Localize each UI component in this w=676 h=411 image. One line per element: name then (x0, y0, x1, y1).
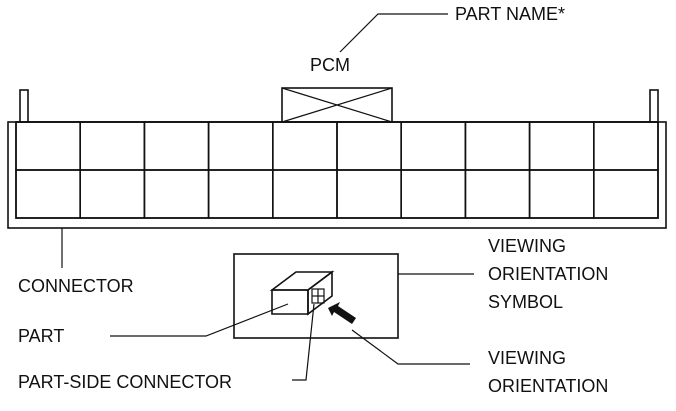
terminal-cell (79, 121, 146, 171)
connector-body (7, 87, 667, 229)
terminal-cell (592, 121, 659, 171)
part-side-connector-label: PART-SIDE CONNECTOR (18, 372, 232, 392)
vo-label-line1: VIEWING (488, 348, 566, 368)
part-block (269, 270, 335, 316)
terminal-cell (464, 121, 531, 171)
terminal-cell (15, 121, 81, 171)
part-label: PART (18, 326, 64, 346)
vo-label-line2: ORIENTATION (488, 376, 608, 396)
locking-tab-cross-b (281, 87, 393, 123)
connector-label: CONNECTOR (18, 276, 134, 296)
terminal-cell (400, 169, 467, 219)
part-front-face (271, 289, 309, 315)
terminal-cell (271, 121, 338, 171)
left-post (19, 89, 29, 123)
vos-label-line2: ORIENTATION (488, 264, 608, 284)
right-post (649, 89, 659, 123)
part-name-leader-line (339, 13, 448, 53)
terminal-cell (400, 121, 467, 171)
viewing-orientation-symbol (233, 253, 474, 339)
terminal-cell (79, 169, 146, 219)
viewing-orientation-leader-line (351, 329, 470, 365)
terminal-cell (207, 121, 274, 171)
terminal-cell (336, 169, 402, 219)
symbol-frame (233, 253, 399, 339)
terminal-cell (143, 169, 210, 219)
terminal-cell (15, 169, 81, 219)
part-side-face (307, 270, 333, 316)
terminal-cell (271, 169, 338, 219)
viewing-orientation-arrow-icon (328, 302, 356, 324)
part-name-callout: PART NAME* (339, 4, 565, 53)
terminal-cell (528, 169, 595, 219)
vos-label-line1: VIEWING (488, 236, 566, 256)
part-side-connector-callout: PART-SIDE CONNECTOR (18, 303, 315, 392)
part-side-connector-leader-line (292, 303, 315, 381)
terminal-cell (207, 169, 274, 219)
part-top-face (269, 271, 335, 291)
terminal-cell (143, 121, 210, 171)
pcm-label: PCM (310, 55, 350, 75)
part-name-label: PART NAME* (455, 4, 565, 24)
viewing-orientation-callout: VIEWING ORIENTATION (351, 329, 608, 396)
connector-callout: CONNECTOR (18, 228, 134, 296)
viewing-orientation-symbol-label: VIEWING ORIENTATION SYMBOL (488, 236, 608, 312)
terminal-cell (464, 169, 531, 219)
terminal-cell (592, 169, 659, 219)
vos-label-line3: SYMBOL (488, 292, 563, 312)
part-callout: PART (18, 303, 289, 346)
terminal-grid (15, 121, 659, 219)
part-leader-line (110, 303, 289, 337)
terminal-cell (336, 121, 402, 171)
terminal-cell (528, 121, 595, 171)
